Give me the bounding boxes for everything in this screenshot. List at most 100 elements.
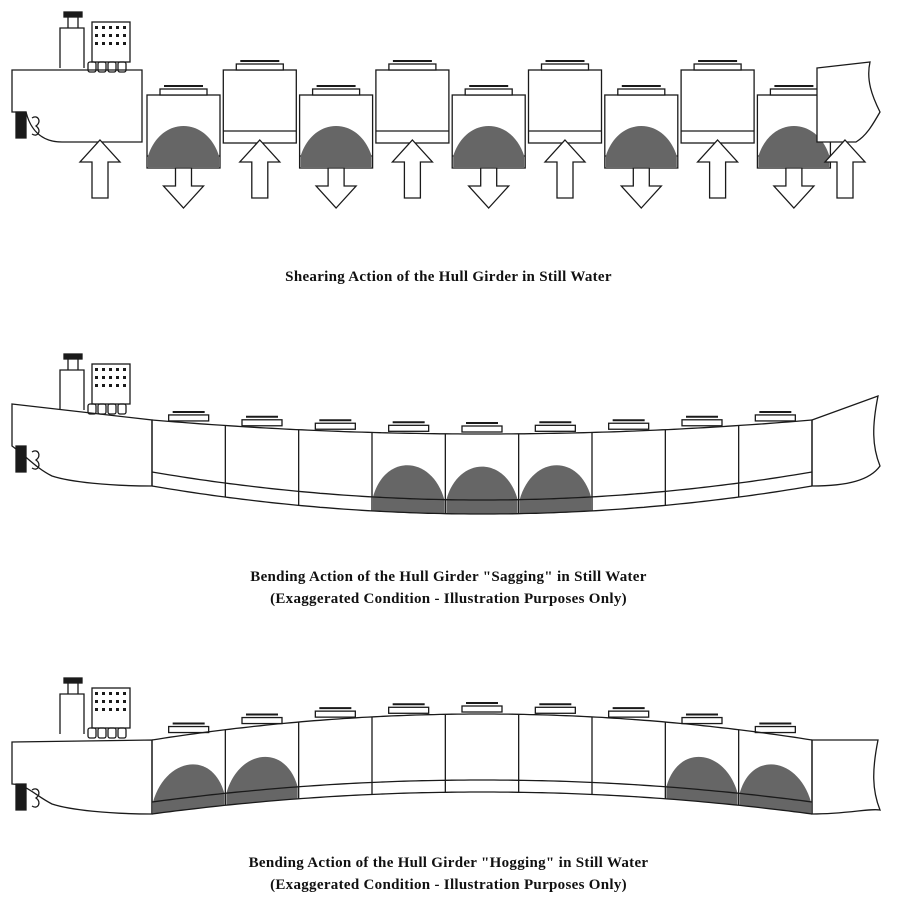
- deckhouse-window: [95, 376, 98, 379]
- deckhouse-window: [123, 26, 126, 29]
- deckhouse-window: [102, 34, 105, 37]
- shearing-caption: Shearing Action of the Hull Girder in St…: [0, 266, 897, 288]
- cargo-mound: [758, 126, 830, 156]
- hogging-diagram: [11, 677, 882, 815]
- hold-empty: [298, 419, 356, 506]
- hogging-caption-line-2: (Exaggerated Condition - Illustration Pu…: [270, 877, 627, 893]
- cargo-base: [519, 496, 591, 514]
- hold-empty: [591, 419, 650, 511]
- hold-outline: [527, 69, 603, 144]
- hatch-cover: [168, 725, 210, 734]
- funnel: [59, 693, 85, 734]
- cargo-mound: [453, 126, 525, 156]
- deckhouse-window: [116, 692, 119, 695]
- lifeboat: [87, 403, 97, 415]
- deckhouse-window: [116, 26, 119, 29]
- cargo-base: [758, 156, 830, 167]
- lifeboat: [117, 727, 127, 739]
- lifeboat: [107, 403, 117, 415]
- hold-empty: [375, 60, 450, 144]
- double-bottom: [151, 471, 813, 501]
- hold-empty: [298, 707, 356, 799]
- hold-outline: [222, 69, 297, 144]
- deck-line: [151, 419, 813, 435]
- hatch-cover: [693, 63, 742, 71]
- hatch-cover: [314, 422, 356, 430]
- buoyancy-arrow: [390, 139, 434, 199]
- hatch-cover: [241, 419, 283, 427]
- cargo-base: [300, 156, 372, 167]
- funnel-stack: [67, 359, 79, 370]
- hatch-cover: [168, 414, 210, 422]
- funnel-top: [63, 11, 83, 18]
- hatch-cover: [534, 706, 576, 714]
- funnel-stack: [67, 17, 79, 28]
- propeller: [31, 450, 40, 470]
- deckhouse-window: [95, 26, 98, 29]
- deckhouse-window: [109, 700, 112, 703]
- weight-arrow: [772, 167, 816, 209]
- deckhouse-window: [95, 34, 98, 37]
- deckhouse-window: [109, 376, 112, 379]
- hold-empty: [664, 415, 723, 506]
- deckhouse-window: [116, 708, 119, 711]
- deckhouse-window: [123, 376, 126, 379]
- hatch-cover: [617, 88, 666, 96]
- buoyancy-arrow: [238, 139, 282, 199]
- hold-empty: [444, 702, 503, 793]
- deckhouse-window: [95, 692, 98, 695]
- hatch-cover: [681, 419, 723, 427]
- hatch-cover: [464, 88, 513, 96]
- shearing-diagram: [11, 11, 881, 209]
- hold-loaded: [451, 85, 526, 169]
- hold-empty: [591, 707, 650, 795]
- cargo-mound: [739, 764, 811, 802]
- deckhouse-window: [123, 34, 126, 37]
- hold-empty: [222, 60, 297, 144]
- weight-arrow: [314, 167, 358, 209]
- keel-line: [151, 791, 813, 815]
- hold-empty: [527, 60, 603, 144]
- sagging-diagram: [11, 353, 881, 515]
- hatch-cover: [241, 716, 283, 725]
- buoyancy-arrow: [696, 139, 740, 199]
- hold-loaded: [146, 85, 221, 169]
- shearing-caption-line: Shearing Action of the Hull Girder in St…: [285, 269, 612, 285]
- cargo-base: [373, 496, 445, 514]
- cargo-base: [446, 499, 518, 514]
- deckhouse-window: [109, 708, 112, 711]
- sagging-caption-line-2: (Exaggerated Condition - Illustration Pu…: [270, 591, 627, 607]
- cargo-base: [739, 793, 811, 814]
- cargo-base: [153, 793, 225, 814]
- deckhouse-window: [123, 700, 126, 703]
- funnel-top: [63, 677, 83, 684]
- deckhouse-window: [123, 692, 126, 695]
- hold-loaded: [224, 713, 298, 806]
- buoyancy-arrow: [823, 139, 867, 199]
- hogging-caption-line-1: Bending Action of the Hull Girder "Hoggi…: [248, 855, 649, 871]
- rudder: [15, 445, 27, 473]
- hatch-cover: [388, 63, 437, 71]
- stern-section: [11, 403, 153, 487]
- hatch-cover: [314, 710, 356, 718]
- lifeboat: [117, 403, 127, 415]
- deckhouse-window: [116, 384, 119, 387]
- superstructure: [59, 11, 131, 73]
- deckhouse-window: [109, 26, 112, 29]
- hatch-cover: [754, 414, 796, 422]
- rudder: [15, 783, 27, 811]
- cargo-mound: [373, 465, 445, 500]
- rudder: [15, 111, 27, 139]
- hold-empty: [151, 410, 210, 486]
- deckhouse-window: [102, 26, 105, 29]
- lifeboat: [97, 61, 107, 73]
- cargo-mound: [300, 126, 372, 156]
- funnel: [59, 369, 85, 410]
- bow-block: [816, 61, 881, 143]
- double-bottom: [151, 779, 813, 803]
- deckhouse-window: [102, 376, 105, 379]
- cargo-base: [453, 156, 525, 167]
- hold-loaded: [664, 713, 738, 806]
- buoyancy-arrow: [78, 139, 122, 199]
- stern-block: [11, 69, 143, 143]
